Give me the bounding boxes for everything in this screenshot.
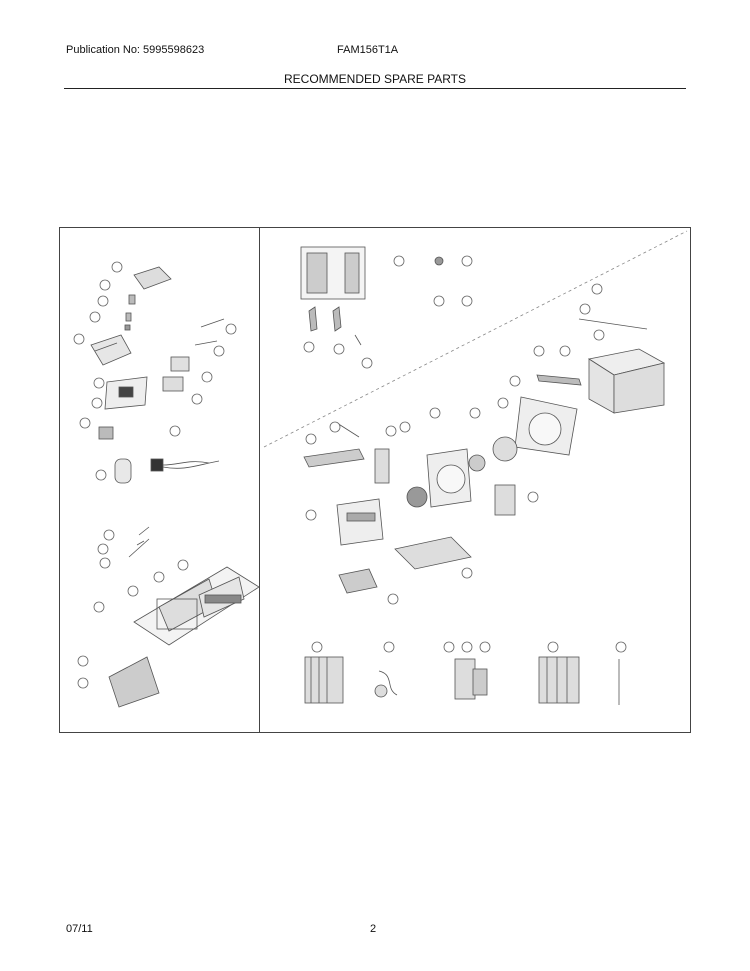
control-parts-group [90, 266, 225, 484]
callout-markers [73, 255, 627, 689]
exploded-parts-diagram [73, 230, 688, 708]
panel-divider [259, 227, 260, 733]
publication-number: Publication No: 5995598623 [66, 44, 205, 56]
page-title: RECOMMENDED SPARE PARTS [283, 72, 467, 86]
base-group [303, 422, 472, 594]
front-panel-group [300, 246, 444, 346]
coils-compressor-group [304, 656, 620, 705]
front-grille-group [108, 526, 260, 708]
cabinet-group [536, 318, 666, 414]
header-rule [64, 88, 686, 89]
fan-assembly-group [406, 396, 578, 516]
revision-date: 07/11 [66, 923, 93, 935]
model-number: FAM156T1A [337, 44, 399, 56]
diagram-frame [59, 227, 691, 733]
page-number: 2 [370, 923, 377, 935]
